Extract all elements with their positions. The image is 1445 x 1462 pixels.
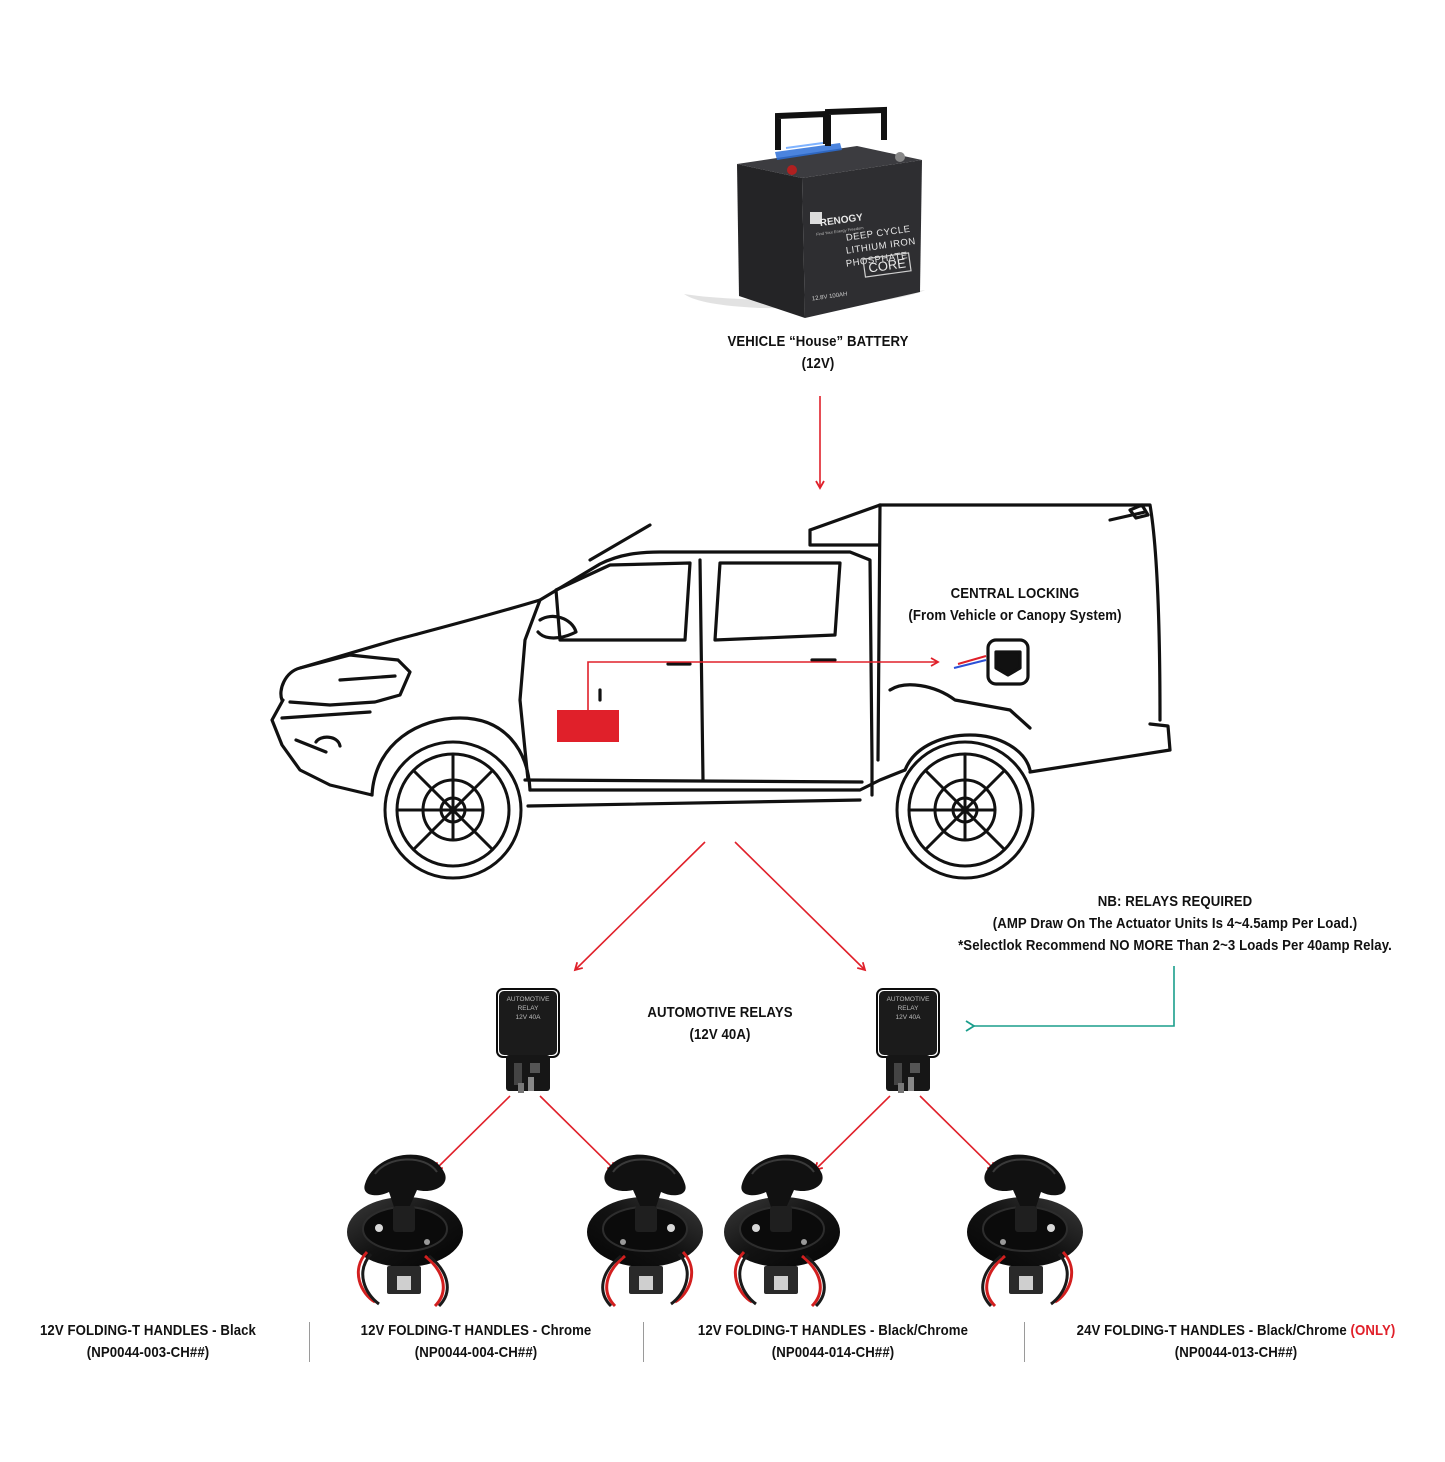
relay-note-line-2: (AMP Draw On The Actuator Units Is 4~4.5… <box>992 915 1358 932</box>
relay-note-line-3: *Selectlok Recommend NO MORE Than 2~3 Lo… <box>958 937 1392 954</box>
handle-3-code: (NP0044-014-CH##) <box>771 1344 895 1361</box>
handle-image-3 <box>722 1153 842 1308</box>
relay-2-face-line-1: AUTOMOTIVE <box>887 996 931 1003</box>
battery-badge: CORE <box>868 255 908 275</box>
lock-wire-red <box>957 655 987 665</box>
relay-2-face-line-3: 12V 40A <box>896 1014 922 1021</box>
battery-rating: 12.8V 100AH <box>812 292 848 303</box>
relay-note-line-1: NB: RELAYS REQUIRED <box>1097 893 1253 910</box>
handle-3-name: 12V FOLDING-T HANDLES - Black/Chrome <box>697 1322 969 1339</box>
handle-label-4: 24V FOLDING-T HANDLES - Black/Chrome (ON… <box>1055 1320 1418 1364</box>
arrow-vehicle-to-relay-1 <box>573 841 706 972</box>
handle-image-2 <box>585 1153 705 1308</box>
arrows <box>433 396 997 1172</box>
relay-2: AUTOMOTIVE RELAY 12V 40A <box>876 988 940 1094</box>
handle-image-4 <box>965 1153 1085 1308</box>
relay-2-face-line-2: RELAY <box>898 1005 919 1012</box>
handle-4-code: (NP0044-013-CH##) <box>1174 1344 1298 1361</box>
relay-1: AUTOMOTIVE RELAY 12V 40A <box>496 988 560 1094</box>
separator-2 <box>643 1322 644 1362</box>
relays-label-line-2: (12V 40A) <box>689 1026 751 1043</box>
arrow-vehicle-to-relay-2 <box>734 841 867 972</box>
handle-2-code: (NP0044-004-CH##) <box>414 1344 538 1361</box>
arrow-controller-to-lock <box>587 657 940 710</box>
handle-label-2: 12V FOLDING-T HANDLES - Chrome (NP0044-0… <box>335 1320 617 1364</box>
handle-1-code: (NP0044-003-CH##) <box>86 1344 210 1361</box>
lock-wire-blue <box>953 659 987 669</box>
handle-label-1: 12V FOLDING-T HANDLES - Black (NP0044-00… <box>18 1320 278 1364</box>
battery-label: VEHICLE “House” BATTERY (12V) <box>714 331 922 375</box>
central-locking-controller <box>557 710 619 742</box>
battery-label-line-2: (12V) <box>801 355 835 372</box>
battery-image: RENOGY Find Your Energy Freedom DEEP CYC… <box>684 106 925 318</box>
handle-image-1 <box>345 1153 465 1308</box>
battery-label-line-1: VEHICLE “House” BATTERY <box>727 333 909 350</box>
relay-1-face-line-3: 12V 40A <box>516 1014 542 1021</box>
vehicle-drawing <box>270 503 1172 880</box>
arrow-note-to-relay <box>965 966 1175 1032</box>
separator-1 <box>309 1322 310 1362</box>
handle-label-3: 12V FOLDING-T HANDLES - Black/Chrome (NP… <box>672 1320 994 1364</box>
arrow-relay-1-to-handle-1 <box>433 1095 511 1172</box>
arrow-relay-2-to-handle-3 <box>813 1095 891 1172</box>
arrow-relay-2-to-handle-4 <box>919 1095 997 1172</box>
separator-3 <box>1024 1322 1025 1362</box>
battery-tagline: Find Your Energy Freedom <box>816 225 865 237</box>
handle-4-suffix: (ONLY) <box>1350 1322 1396 1339</box>
handle-4-name: 24V FOLDING-T HANDLES - Black/Chrome <box>1076 1322 1351 1339</box>
relays-label: AUTOMOTIVE RELAYS (12V 40A) <box>623 1002 817 1046</box>
relay-note: NB: RELAYS REQUIRED (AMP Draw On The Act… <box>924 891 1426 957</box>
handle-2-name: 12V FOLDING-T HANDLES - Chrome <box>360 1322 592 1339</box>
relay-1-face-line-2: RELAY <box>518 1005 539 1012</box>
arrow-relay-1-to-handle-2 <box>539 1095 617 1172</box>
handle-1-name: 12V FOLDING-T HANDLES - Black <box>40 1322 256 1339</box>
relays-label-line-1: AUTOMOTIVE RELAYS <box>647 1004 793 1021</box>
relay-1-face-line-1: AUTOMOTIVE <box>507 996 551 1003</box>
central-locking-label: CENTRAL LOCKING (From Vehicle or Canopy … <box>896 583 1134 627</box>
central-locking-line-2: (From Vehicle or Canopy System) <box>908 607 1122 624</box>
central-locking-line-1: CENTRAL LOCKING <box>950 585 1080 602</box>
